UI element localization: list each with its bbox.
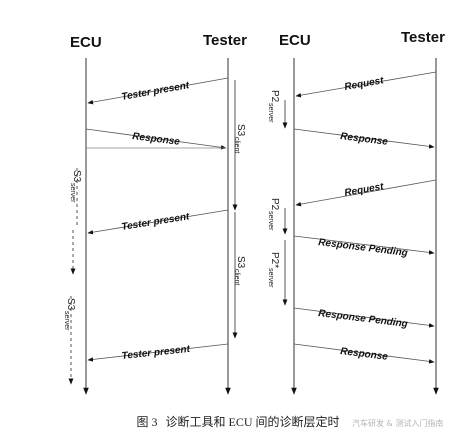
- right-msg-3-arrow: [295, 179, 437, 207]
- right-msg-1-label: Request: [344, 75, 385, 93]
- svg-text:P2: P2: [269, 198, 280, 211]
- right-msg-1-arrow: [295, 71, 437, 98]
- svg-text:server: server: [267, 268, 274, 288]
- svg-text:S3: S3: [235, 256, 246, 269]
- left-s3server-timer-2: S3 server: [63, 298, 76, 331]
- left-tester-label: Tester: [203, 32, 247, 49]
- right-p2server-timer-1: P2 server: [267, 90, 280, 123]
- right-p2star-timer: P2* server: [267, 252, 280, 288]
- svg-text:server: server: [69, 183, 76, 203]
- left-msg-3-label: Tester present: [121, 211, 191, 233]
- right-msg-6-arrow: [293, 343, 435, 364]
- svg-text:server: server: [63, 311, 70, 331]
- left-msg-4-arrow: [87, 343, 229, 362]
- svg-text:P2*: P2*: [269, 252, 280, 268]
- figure-caption: 图 3 诊断工具和 ECU 间的诊断层定时: [0, 413, 476, 430]
- right-msg-4-arrow: [293, 235, 435, 255]
- figure-number: 图 3: [136, 415, 158, 429]
- right-msg-6-label: Response: [340, 346, 389, 363]
- left-ecu-label: ECU: [70, 34, 102, 51]
- right-msg-4-label: Response Pending: [318, 237, 409, 259]
- left-msg-1-arrow: [87, 77, 229, 105]
- right-tester-label: Tester: [401, 29, 445, 46]
- svg-text:S3: S3: [65, 298, 76, 311]
- left-msg-1-label: Tester present: [121, 80, 191, 103]
- svg-text:client: client: [233, 137, 240, 153]
- svg-text:P2: P2: [269, 90, 280, 103]
- left-msg-2-arrow: [85, 128, 227, 150]
- right-msg-5-label: Response Pending: [318, 308, 409, 330]
- svg-text:client: client: [233, 269, 240, 285]
- svg-text:server: server: [267, 211, 274, 231]
- left-s3server-timer-1: S3 server: [69, 170, 82, 203]
- left-msg-3-arrow: [87, 209, 229, 235]
- timing-diagram: ECU Tester Tester present Response Teste…: [63, 29, 445, 395]
- right-msg-2-label: Response: [340, 131, 389, 148]
- right-ecu-label: ECU: [279, 32, 311, 49]
- left-s3client-timer-1: S3 client: [233, 124, 246, 153]
- svg-text:S3: S3: [71, 170, 82, 183]
- right-msg-2-arrow: [293, 128, 435, 149]
- right-p2server-timer-2: P2 server: [267, 198, 280, 231]
- left-s3client-timer-2: S3 client: [233, 256, 246, 285]
- svg-text:server: server: [267, 103, 274, 123]
- left-msg-4-label: Tester present: [121, 344, 191, 362]
- right-msg-5-arrow: [293, 307, 435, 328]
- figure-caption-text: 诊断工具和 ECU 间的诊断层定时: [165, 415, 340, 429]
- right-msg-3-label: Request: [344, 181, 385, 199]
- watermark-text: 汽车研发 & 测试入门指南: [352, 419, 444, 428]
- svg-text:S3: S3: [235, 124, 246, 137]
- left-msg-2-label: Response: [132, 131, 181, 148]
